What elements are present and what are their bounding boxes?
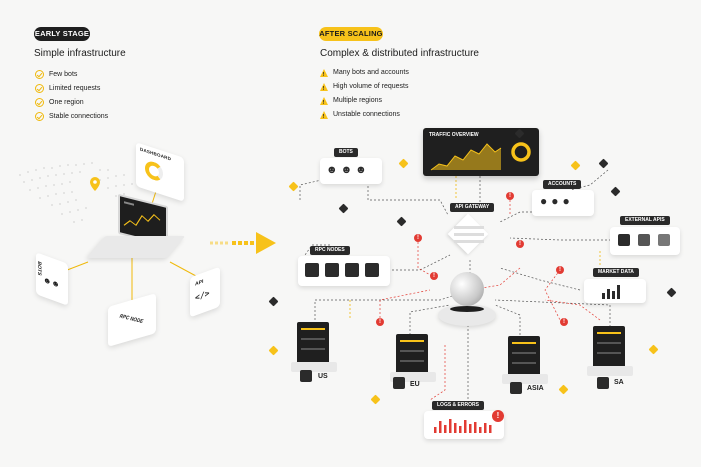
rpc-node-label: RPC NODE bbox=[118, 313, 145, 326]
warning-icon bbox=[320, 69, 328, 80]
error-icon: ! bbox=[516, 240, 524, 248]
early-stage-badge: EARLY STAGE bbox=[34, 27, 90, 41]
error-icon: ! bbox=[492, 410, 504, 422]
region-label-us: US bbox=[318, 373, 328, 380]
error-icon: ! bbox=[430, 272, 438, 280]
list-item: One region bbox=[35, 98, 108, 112]
bar-chart-icon bbox=[602, 285, 620, 299]
server-icon bbox=[325, 263, 339, 277]
api-label: API bbox=[195, 278, 204, 288]
traffic-overview-label: TRAFFIC OVERVIEW bbox=[429, 132, 479, 138]
logs-errors-card bbox=[424, 411, 504, 439]
right-heading: Complex & distributed infrastructure bbox=[320, 48, 479, 59]
bots-tag: BOTS bbox=[334, 148, 358, 157]
laptop-screen bbox=[118, 193, 168, 247]
logs-errors-tag: LOGS & ERRORS bbox=[432, 401, 484, 410]
list-item: Limited requests bbox=[35, 84, 108, 98]
globe-icon bbox=[450, 272, 484, 306]
region-us-icon bbox=[300, 370, 312, 382]
warning-icon bbox=[320, 97, 328, 108]
laptop-base bbox=[86, 236, 186, 258]
list-item: Multiple regions bbox=[320, 96, 409, 110]
check-circle-icon bbox=[35, 112, 44, 121]
bots-label: BOTS bbox=[36, 260, 42, 277]
after-scaling-badge: AFTER SCALING bbox=[319, 27, 383, 41]
early-stage-list: Few bots Limited requests One region Sta… bbox=[35, 70, 108, 126]
region-label-asia: ASIA bbox=[527, 385, 544, 392]
accounts-tag: ACCOUNTS bbox=[543, 180, 582, 189]
region-label-sa: SA bbox=[614, 379, 624, 386]
accounts-card: ●●● bbox=[532, 190, 594, 216]
robot-icon: ☻☻ bbox=[43, 274, 60, 290]
error-icon: ! bbox=[560, 318, 568, 326]
error-icon: ! bbox=[376, 318, 384, 326]
external-apis-card bbox=[610, 227, 680, 255]
check-circle-icon bbox=[35, 70, 44, 79]
api-icon bbox=[658, 234, 670, 246]
robot-icon: ☻☻☻ bbox=[326, 164, 370, 176]
api-icon bbox=[638, 234, 650, 246]
arrow-right-icon bbox=[210, 232, 276, 254]
server-asia bbox=[502, 336, 548, 386]
server-us bbox=[291, 322, 337, 372]
check-circle-icon bbox=[35, 98, 44, 107]
globe-hub bbox=[436, 270, 498, 332]
rpc-nodes-card bbox=[298, 256, 390, 286]
warning-icon bbox=[320, 83, 328, 94]
api-gateway-tag: API GATEWAY bbox=[450, 203, 495, 212]
api-icon bbox=[618, 234, 630, 246]
list-item: Stable connections bbox=[35, 112, 108, 126]
server-eu bbox=[390, 334, 436, 384]
warning-icon bbox=[320, 111, 328, 122]
error-bars-icon bbox=[434, 419, 492, 433]
error-icon: ! bbox=[414, 234, 422, 242]
user-icon: ●●● bbox=[540, 194, 574, 208]
bots-card: ☻☻☻ bbox=[320, 158, 382, 184]
region-eu-icon bbox=[393, 377, 405, 389]
server-icon bbox=[345, 263, 359, 277]
list-item: Few bots bbox=[35, 70, 108, 84]
left-heading: Simple infrastructure bbox=[34, 48, 126, 59]
server-icon bbox=[365, 263, 379, 277]
region-sa-icon bbox=[597, 377, 609, 389]
donut-chart-icon bbox=[145, 159, 163, 183]
market-data-tag: MARKET DATA bbox=[593, 268, 639, 277]
after-scaling-list: Many bots and accounts High volume of re… bbox=[320, 68, 409, 124]
server-sa bbox=[587, 326, 633, 376]
rpc-nodes-tag: RPC NODES bbox=[310, 246, 350, 255]
list-item: Many bots and accounts bbox=[320, 68, 409, 82]
server-icon bbox=[305, 263, 319, 277]
error-icon: ! bbox=[556, 266, 564, 274]
market-data-card bbox=[584, 279, 646, 303]
list-item: High volume of requests bbox=[320, 82, 409, 96]
check-circle-icon bbox=[35, 84, 44, 93]
region-label-eu: EU bbox=[410, 381, 420, 388]
external-apis-tag: EXTERNAL APIS bbox=[620, 216, 670, 225]
api-gateway-server bbox=[444, 213, 494, 256]
list-item: Unstable connections bbox=[320, 110, 409, 124]
laptop bbox=[86, 193, 186, 260]
region-asia-icon bbox=[510, 382, 522, 394]
code-icon: </> bbox=[195, 288, 210, 303]
error-icon: ! bbox=[506, 192, 514, 200]
